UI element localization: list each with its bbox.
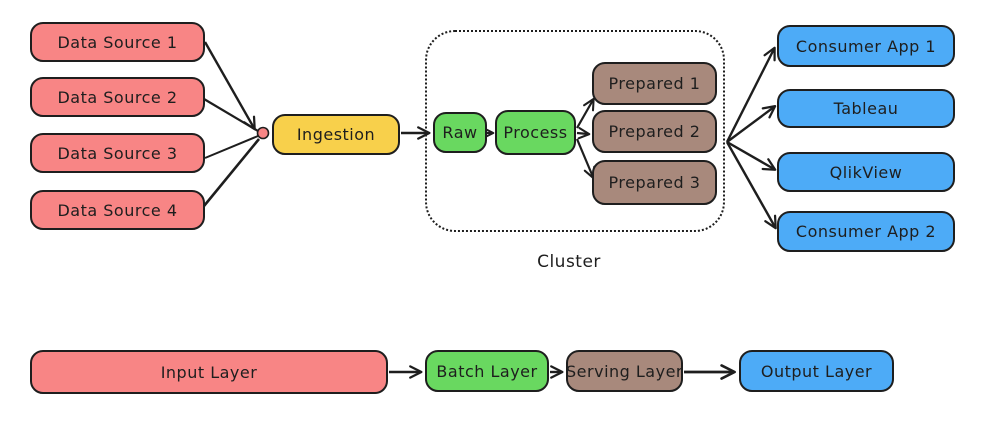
node-consumer-app-1: Consumer App 1: [777, 25, 955, 67]
arrow-cluster-consumer2: [725, 141, 777, 230]
node-raw: Raw: [433, 112, 487, 153]
node-process: Process: [495, 110, 576, 155]
arrow-source4-ingestion: [202, 138, 261, 207]
node-input-layer: Input Layer: [30, 350, 388, 394]
arrow-source3-ingestion: [204, 135, 259, 159]
node-prepared-3: Prepared 3: [592, 160, 717, 205]
node-consumer-app-2: Consumer App 2: [777, 211, 955, 252]
arrow-cluster-tableau: [726, 105, 777, 143]
arrow-source2-ingestion: [203, 98, 259, 132]
node-data-source-1: Data Source 1: [30, 22, 205, 62]
convergence-dot: [256, 126, 270, 140]
node-prepared-2: Prepared 2: [592, 110, 717, 153]
node-data-source-3: Data Source 3: [30, 133, 205, 173]
node-qlikview: QlikView: [777, 152, 955, 192]
node-data-source-4: Data Source 4: [30, 190, 205, 230]
node-tableau: Tableau: [777, 89, 955, 128]
node-output-layer: Output Layer: [739, 350, 894, 392]
node-serving-layer: Serving Layer: [566, 350, 683, 392]
node-prepared-1: Prepared 1: [592, 62, 717, 105]
node-ingestion: Ingestion: [272, 114, 400, 155]
arrow-cluster-consumer1: [725, 46, 776, 143]
cluster-container: [425, 30, 725, 232]
cluster-caption: Cluster: [537, 252, 601, 272]
arrow-source1-ingestion: [203, 41, 256, 131]
node-data-source-2: Data Source 2: [30, 77, 205, 117]
arrow-cluster-qlikview: [726, 140, 777, 171]
node-batch-layer: Batch Layer: [425, 350, 549, 392]
